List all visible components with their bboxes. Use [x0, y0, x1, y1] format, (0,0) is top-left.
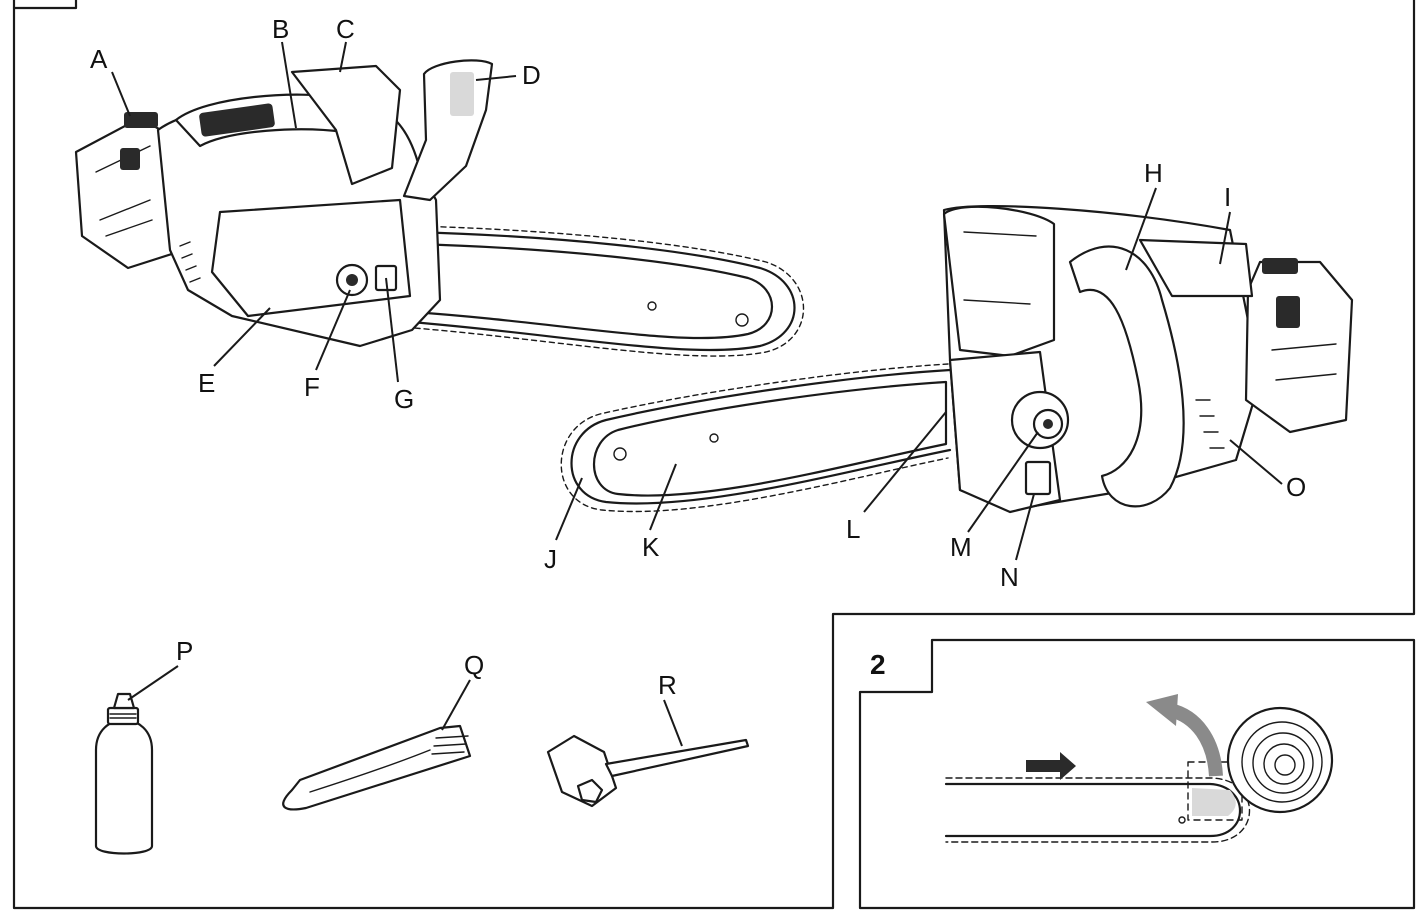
- label-g: G: [394, 384, 414, 414]
- label-a: A: [90, 44, 108, 74]
- part-callouts: A B C D E F G H I J K L M N O P Q R: [90, 14, 1306, 700]
- kickback-illustration: [944, 694, 1334, 843]
- chainsaw-side-icon: [74, 59, 804, 357]
- label-h: H: [1144, 158, 1163, 188]
- label-o: O: [1286, 472, 1306, 502]
- oil-bottle-icon: [94, 692, 154, 855]
- label-k: K: [642, 532, 660, 562]
- label-i: I: [1224, 182, 1231, 212]
- panel-2-frame: [858, 638, 1416, 910]
- leader-lines: [111, 41, 1283, 747]
- arrow-right-icon: [1026, 752, 1076, 780]
- label-b: B: [272, 14, 289, 44]
- label-d: D: [522, 60, 541, 90]
- kickback-arrow-icon: [1146, 694, 1223, 777]
- panel-2-number: 2: [870, 649, 886, 680]
- label-p: P: [176, 636, 193, 666]
- label-f: F: [304, 372, 320, 402]
- panel-1-frame: [12, 0, 1416, 910]
- label-r: R: [658, 670, 677, 700]
- label-n: N: [1000, 562, 1019, 592]
- chainsaw-front-icon: [560, 204, 1354, 514]
- label-m: M: [950, 532, 972, 562]
- log-icon: [1226, 706, 1334, 814]
- label-e: E: [198, 368, 215, 398]
- label-l: L: [846, 514, 860, 544]
- bar-cover-icon: [282, 724, 472, 811]
- wrench-icon: [546, 734, 750, 808]
- label-j: J: [544, 544, 557, 574]
- label-q: Q: [464, 650, 484, 680]
- label-c: C: [336, 14, 355, 44]
